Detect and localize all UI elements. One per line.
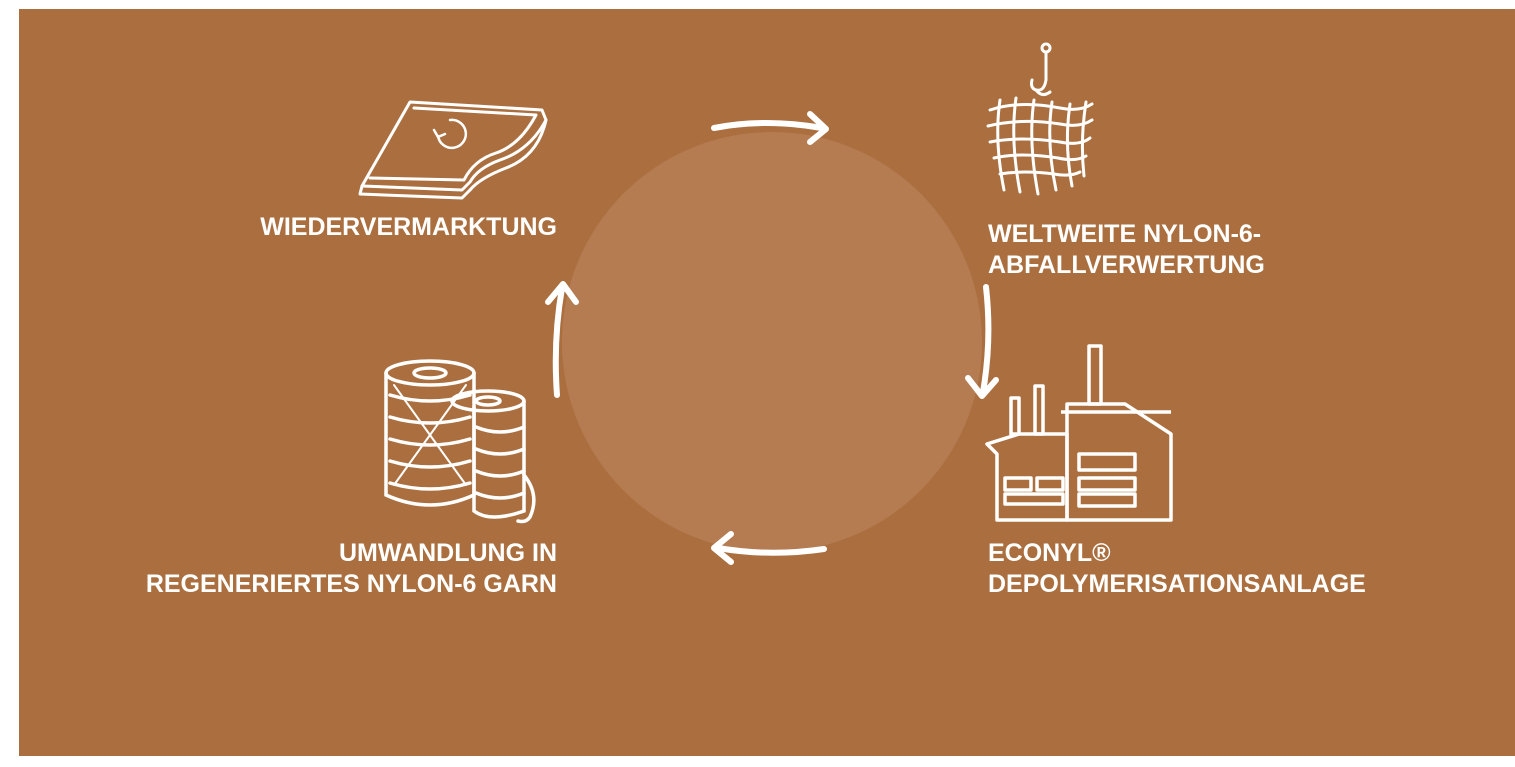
step-label-depolymerisation: ECONYL® DEPOLYMERISATIONSANLAGE [988,538,1366,600]
step-label-line: UMWANDLUNG IN [338,539,557,567]
step-label-line: WELTWEITE NYLON-6- [988,220,1262,248]
step-label-line: DEPOLYMERISATIONSANLAGE [988,570,1366,598]
step-label-line: REGENERIERTES NYLON-6 GARN [145,570,557,598]
cycle-arrow-bottom [715,545,827,556]
cycle-arrow-right-head [965,375,999,399]
step-label-line: ECONYL® [988,539,1111,567]
cycle-arrow-left [552,285,565,398]
factory-icon [985,344,1173,522]
cycle-arrow-top-head [807,111,829,145]
fishing-net-icon [986,42,1094,196]
step-label-line: ABFALLVERWERTUNG [988,251,1265,279]
cycle-arrow-right [980,284,992,395]
cycle-arrow-left-head [545,281,579,305]
step-label-yarn: UMWANDLUNG IN REGENERIERTES NYLON-6 GARN [146,538,557,600]
step-label-remarketing: WIEDERVERMARKTUNG [260,212,557,243]
cycle-arrow-bottom-head [711,531,734,565]
yarn-spools-icon [384,359,536,524]
step-label-line: WIEDERVERMARKTUNG [260,213,557,241]
step-label-waste-collection: WELTWEITE NYLON-6- ABFALLVERWERTUNG [988,219,1265,281]
cycle-arrow-top [711,120,825,131]
rug-recycle-icon [358,100,548,200]
center-circle [562,132,982,552]
